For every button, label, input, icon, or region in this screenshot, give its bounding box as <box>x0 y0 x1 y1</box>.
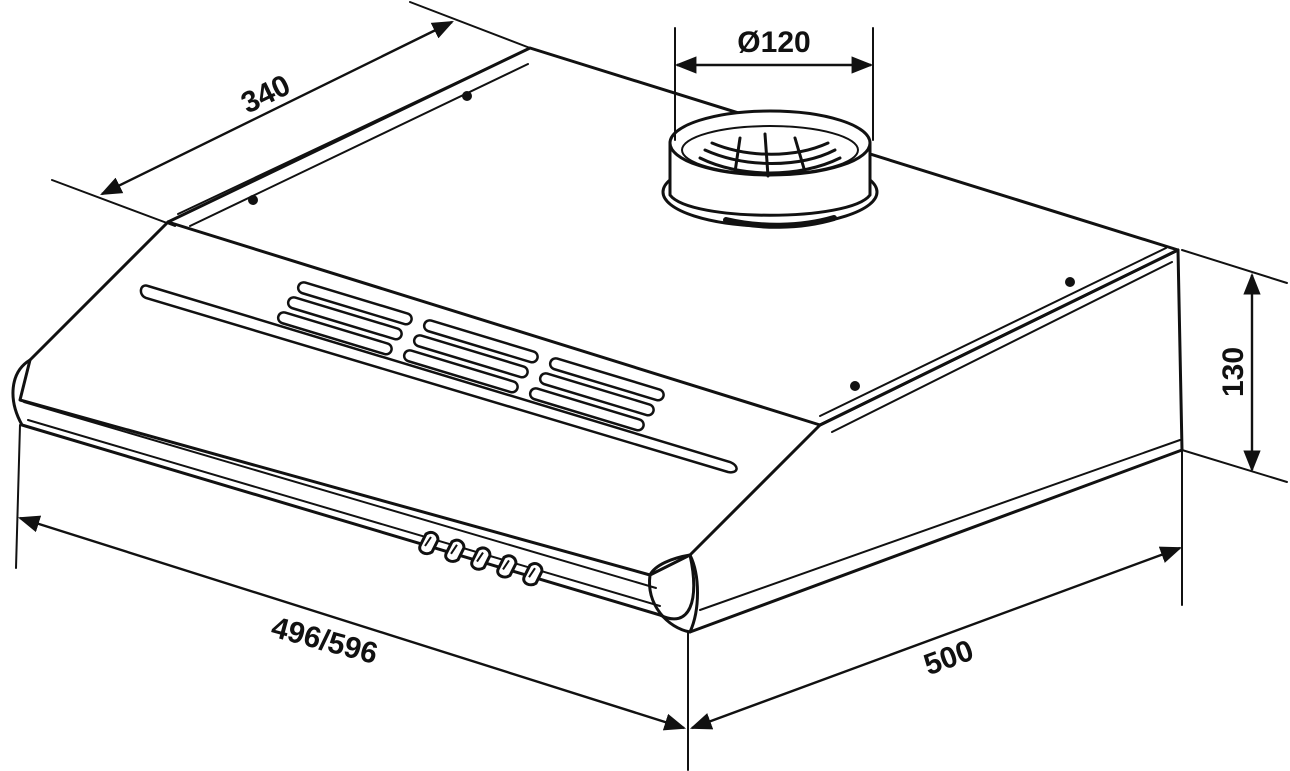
screw-icon <box>850 381 860 391</box>
right-mounting-strip <box>819 247 1167 417</box>
duct-diameter-label: Ø120 <box>737 26 810 59</box>
screw-icon <box>462 91 472 101</box>
front-slope <box>18 220 822 577</box>
depth-dimension: 340 <box>51 1 531 227</box>
duct-diameter-dimension: Ø120 <box>674 26 874 141</box>
height-label: 130 <box>1217 347 1250 397</box>
depth-label: 340 <box>236 69 295 121</box>
end-cap <box>648 553 699 634</box>
length-dimension: 500 <box>689 449 1183 730</box>
left-mounting-strip <box>177 54 516 215</box>
hood-body <box>11 46 1184 634</box>
duct-outlet <box>661 109 879 229</box>
vent-slots <box>139 281 738 474</box>
screw-icon <box>248 195 258 205</box>
screw-icon <box>1065 277 1075 287</box>
height-dimension: 130 <box>1181 249 1288 483</box>
right-side-panel <box>688 248 1184 634</box>
width-dimension: 496/596 <box>15 424 689 771</box>
width-label: 496/596 <box>268 611 381 671</box>
long-vent-slot <box>139 284 738 474</box>
